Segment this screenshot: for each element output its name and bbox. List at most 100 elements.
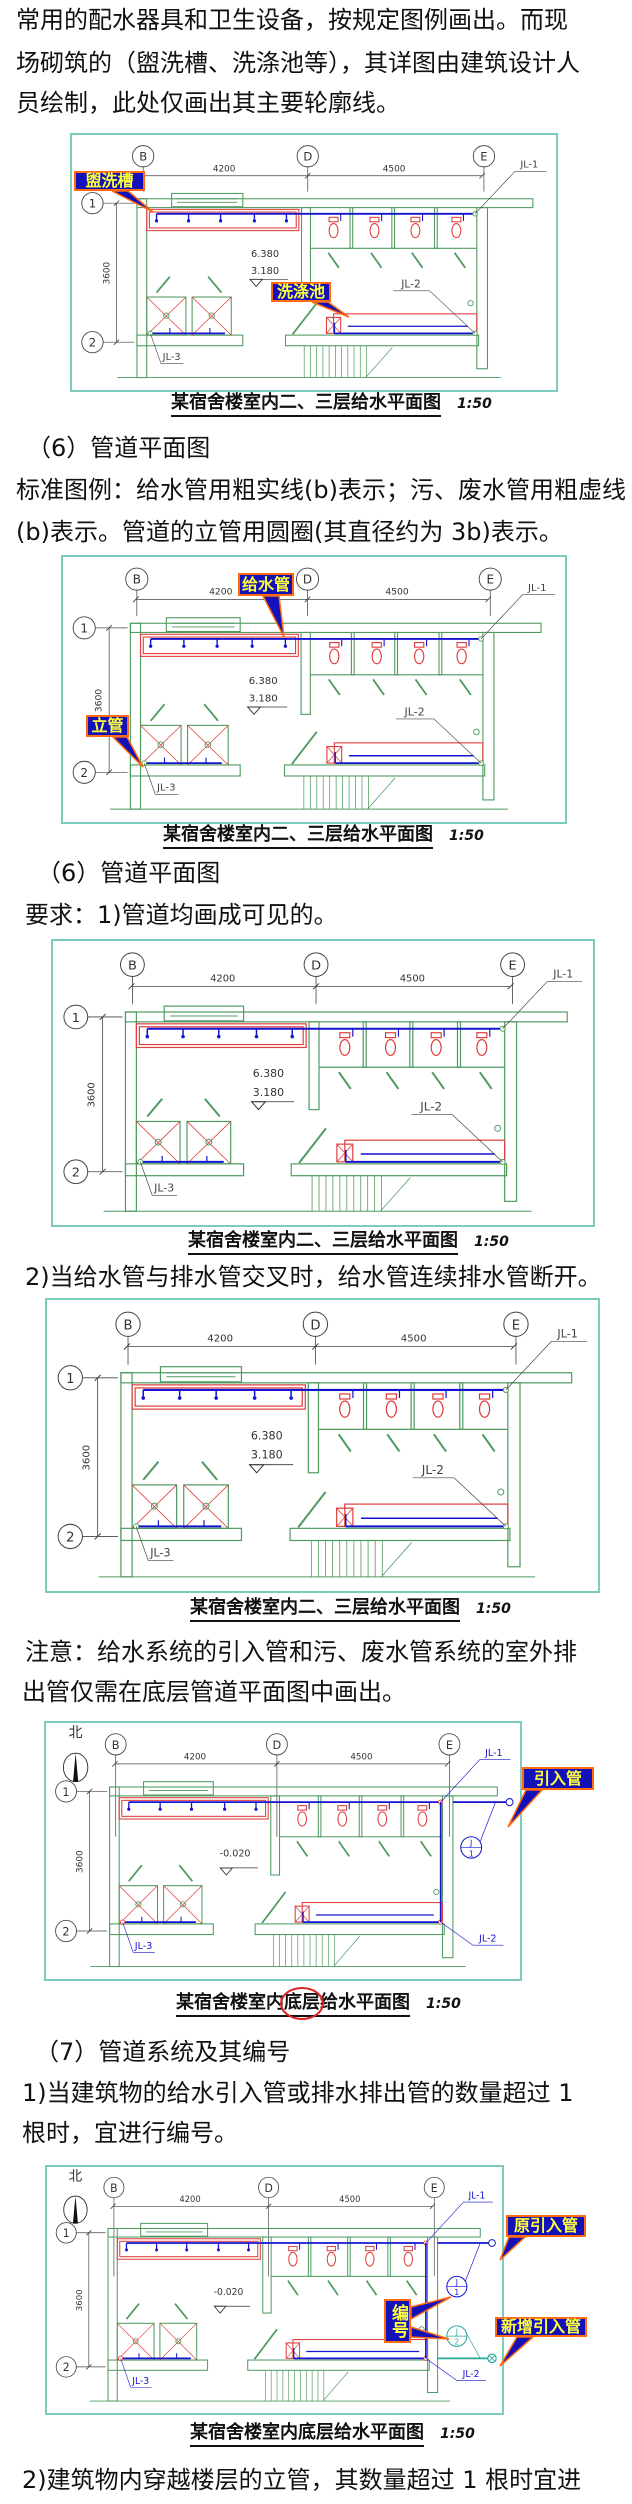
door (479, 1071, 493, 1090)
dimension-tick (273, 1760, 280, 1767)
toilet-tank (365, 2245, 375, 2252)
riser-circle (120, 1919, 126, 1925)
riser-label: JL-1 (552, 968, 573, 981)
leader-line (479, 1801, 496, 1843)
axis-label: 1 (89, 197, 96, 211)
axis-label: 2 (89, 336, 96, 350)
dimension-label: 4200 (207, 1333, 233, 1344)
paragraph-line: 注意：给水系统的引入管和污、废水管系统的室外排 (25, 1638, 577, 1666)
axis-label: 2 (66, 1531, 74, 1546)
faucet (158, 1807, 162, 1811)
highlight-circle (280, 1987, 324, 2020)
toilet-tank (297, 1805, 308, 1811)
caption-title: 某宿舍楼室内二、三层给水平面图 (163, 824, 433, 849)
shower-x (183, 1484, 229, 1529)
door (481, 1433, 496, 1453)
leader-line (474, 171, 516, 215)
door (125, 2303, 140, 2320)
stair-line (365, 347, 393, 378)
entry-number-digit: 2 (454, 2338, 459, 2347)
riser-label: JL-1 (527, 583, 547, 594)
section-heading: （6）管道平面图 (27, 434, 211, 462)
axis-bubble (55, 2222, 77, 2244)
dimension-tick (304, 172, 311, 179)
toilet (432, 1400, 444, 1418)
shower-x (140, 725, 182, 766)
toilet-tank (288, 2245, 298, 2252)
leader-line (150, 333, 162, 364)
door (327, 252, 340, 269)
door (296, 1840, 309, 1857)
toilet-tank (328, 216, 339, 223)
paragraph-line: 常用的配水器具和卫生设备，按规定图例画出。而现 (16, 6, 568, 34)
faucet (250, 644, 254, 648)
axis-label: B (110, 2182, 117, 2195)
elevation-symbol (246, 706, 262, 716)
floor-drain (154, 1138, 162, 1146)
washing-trough (116, 2238, 261, 2260)
caption-title: 某宿舍楼室内底层给水平面图 (190, 2422, 424, 2447)
faucet (124, 2248, 128, 2252)
axis-bubble (303, 952, 329, 977)
window (140, 2222, 209, 2237)
stair-line (333, 1936, 360, 1967)
faucet (218, 219, 223, 223)
axis-label: D (310, 1318, 320, 1333)
wash-basin (285, 2342, 301, 2359)
wall (129, 622, 142, 810)
shower-stall (146, 296, 187, 336)
stair-line (380, 1177, 411, 1212)
floor-drain (150, 1502, 158, 1510)
shower-x (131, 1484, 177, 1529)
paragraph-line: 1)当建筑物的给水引入管或排水排出管的数量超过 1 (22, 2079, 574, 2107)
axis-label: D (303, 573, 312, 587)
toilet (288, 2251, 298, 2267)
elevation-label: 3.180 (251, 1449, 283, 1462)
door (155, 276, 171, 294)
riser-circle (118, 2355, 124, 2361)
entry-number-letter: J (455, 2278, 458, 2287)
shower-x (187, 725, 229, 766)
door (178, 1864, 194, 1882)
faucet (141, 1396, 146, 1400)
callout-numbering: 编号 (384, 2299, 411, 2343)
wall (136, 334, 244, 347)
faucet (252, 1396, 257, 1400)
axis-label: 1 (63, 2227, 70, 2240)
door (338, 1840, 350, 1857)
faucet (155, 2248, 159, 2252)
dimension-tick (485, 596, 492, 603)
trough (333, 742, 484, 764)
stair-line (380, 1542, 412, 1578)
faucet (290, 1034, 295, 1039)
toilet-tank (337, 1805, 348, 1811)
door (411, 252, 424, 269)
elevation-label: -0.020 (214, 2287, 244, 2298)
elevation-label: 6.380 (251, 249, 279, 260)
door (297, 1491, 327, 1528)
callout-original-entry-pipe: 原引入管 (506, 2215, 586, 2237)
axis-label: 2 (72, 1166, 80, 1181)
toilet (329, 648, 340, 665)
washing-trough (139, 633, 299, 657)
axis-bubble (120, 952, 145, 977)
axis-label: 2 (63, 2361, 70, 2374)
caption-title: 某宿舍楼室内二、三层给水平面图 (190, 1597, 460, 1622)
axis-bubble (478, 567, 502, 591)
wash-basin-x (294, 1905, 310, 1923)
axis-label: 1 (66, 1372, 74, 1387)
wash-basin-x (336, 1507, 354, 1527)
wall (124, 1011, 137, 1212)
wall (107, 2359, 209, 2371)
door (386, 1433, 401, 1453)
door (149, 703, 166, 722)
paragraph-line: 2)建筑物内穿越楼层的立管，其数量超过 1 根时宜进 (22, 2466, 582, 2494)
wall (120, 1527, 243, 1542)
shower-x (117, 2323, 155, 2361)
floor-drain (433, 1888, 440, 1895)
